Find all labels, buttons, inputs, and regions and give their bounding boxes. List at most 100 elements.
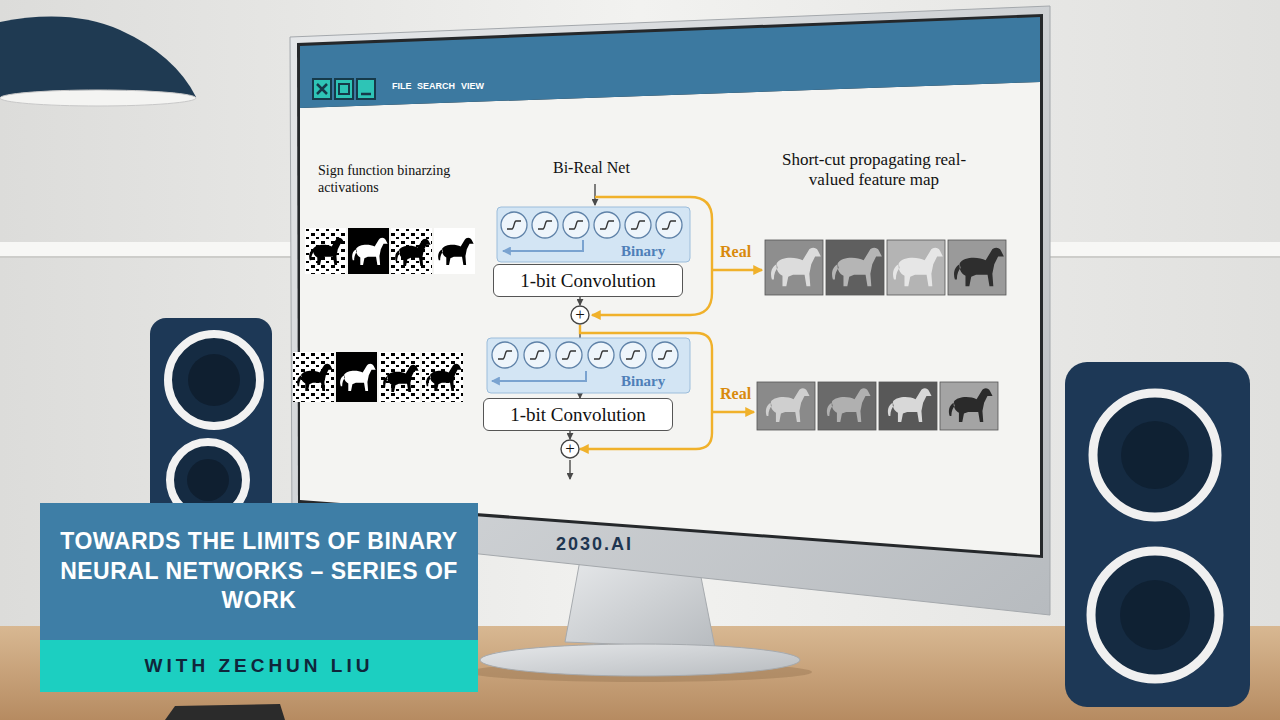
monitor-base [480, 644, 800, 676]
sign-activation [594, 212, 620, 238]
title-banner [40, 503, 478, 640]
menu-item: FILE [392, 81, 412, 92]
speaker-cone [188, 354, 240, 406]
feature-map [887, 240, 945, 295]
feature-map [826, 240, 884, 295]
sum-symbol: + [575, 307, 585, 323]
sign-activation [556, 342, 582, 368]
lamp-light [0, 90, 196, 106]
minimize-button [357, 79, 375, 99]
flow-connector [569, 431, 570, 439]
sign-activation [492, 342, 518, 368]
speaker-cone [187, 459, 229, 501]
box-text: 1-bit Convolution [520, 270, 656, 292]
speaker-body [1065, 362, 1250, 707]
speaker-driver [168, 334, 260, 426]
sign-activation [652, 342, 678, 368]
sign-activation-row [487, 338, 690, 393]
binarized-map [434, 228, 475, 274]
sign-activation [532, 212, 558, 238]
binarized-map [391, 228, 432, 274]
feature-map [879, 382, 937, 430]
real-arrow [712, 411, 754, 413]
feature-horse [771, 248, 821, 286]
feature-horse [893, 248, 943, 286]
box-text: 1-bit Convolution [510, 404, 646, 426]
binarized-horse [438, 238, 473, 265]
speaker-cone [1120, 580, 1190, 650]
binarized-map [379, 352, 420, 402]
sign-activation [620, 342, 646, 368]
subtitle-banner [40, 640, 478, 692]
binarized-map [336, 352, 377, 402]
feature-map [757, 382, 815, 430]
binarized-horse [340, 364, 375, 391]
banner-title: TOWARDS THE LIMITS OF BINARY NEURAL NETW… [49, 527, 469, 617]
feature-map [940, 382, 998, 430]
sign-activation [588, 342, 614, 368]
binarized-map [293, 352, 334, 402]
sign-activation [524, 342, 550, 368]
flow-connector [579, 297, 580, 305]
diagram-heading: Bi-Real Net [553, 158, 630, 177]
window-bar [300, 17, 1040, 108]
speaker-driver [1093, 393, 1217, 517]
real-arrow [712, 269, 762, 271]
speaker-cone [1121, 421, 1189, 489]
speaker-driver [1091, 551, 1219, 679]
close-icon [317, 84, 327, 94]
conv-box: 1-bit Convolution [483, 398, 673, 431]
maximize-button [335, 79, 353, 99]
binarized-horse [395, 239, 430, 266]
title-panel: TOWARDS THE LIMITS OF BINARY NEURAL NETW… [40, 503, 478, 640]
binarized-horse [426, 364, 461, 391]
menu-item: SEARCH [417, 81, 455, 92]
keyboard-edge [165, 704, 285, 720]
feature-map [948, 240, 1006, 295]
close-button [313, 79, 331, 99]
conv-box: 1-bit Convolution [493, 264, 683, 297]
binarized-map [422, 352, 463, 402]
maximize-icon [339, 84, 349, 94]
sign-activation [625, 212, 651, 238]
binarized-map [348, 228, 389, 274]
lamp-shade [0, 17, 196, 97]
screen [300, 82, 1040, 555]
panel-heading: Short-cut propagating real-valued featur… [768, 150, 980, 191]
panel-heading: Sign function binarzing activations [318, 163, 456, 197]
input-arrow [594, 184, 595, 205]
sum-node: + [560, 439, 580, 459]
feature-horse [766, 388, 810, 422]
feature-horse [832, 248, 882, 286]
sum-outline [571, 306, 589, 324]
binary-arrow [492, 371, 586, 381]
binary-arrow [503, 240, 583, 251]
sum-node: + [570, 305, 590, 325]
sign-activation [656, 212, 682, 238]
binarized-horse [352, 238, 387, 265]
monitor-bezel [297, 14, 1043, 558]
sum-symbol: + [565, 441, 575, 457]
subtitle-text: WITH ZECHUN LIU [40, 640, 478, 692]
feature-map [765, 240, 823, 295]
minimize-icon [361, 93, 371, 96]
brand-logo: 2030.AI [556, 534, 633, 554]
real-label: Real [718, 243, 753, 261]
binary-label: Binary [621, 373, 665, 390]
binarized-horse [297, 364, 332, 391]
sign-activation [501, 212, 527, 238]
sign-activation-row [497, 207, 690, 262]
binarized-horse [309, 238, 344, 265]
feature-horse [954, 248, 1004, 286]
feature-horse [888, 388, 932, 422]
binary-label: Binary [621, 243, 665, 260]
feature-map [818, 382, 876, 430]
output-arrow [569, 460, 570, 479]
feature-horse [949, 388, 993, 422]
feature-horse [827, 388, 871, 422]
edge-label: Real [718, 385, 753, 403]
binarized-map [305, 228, 346, 274]
